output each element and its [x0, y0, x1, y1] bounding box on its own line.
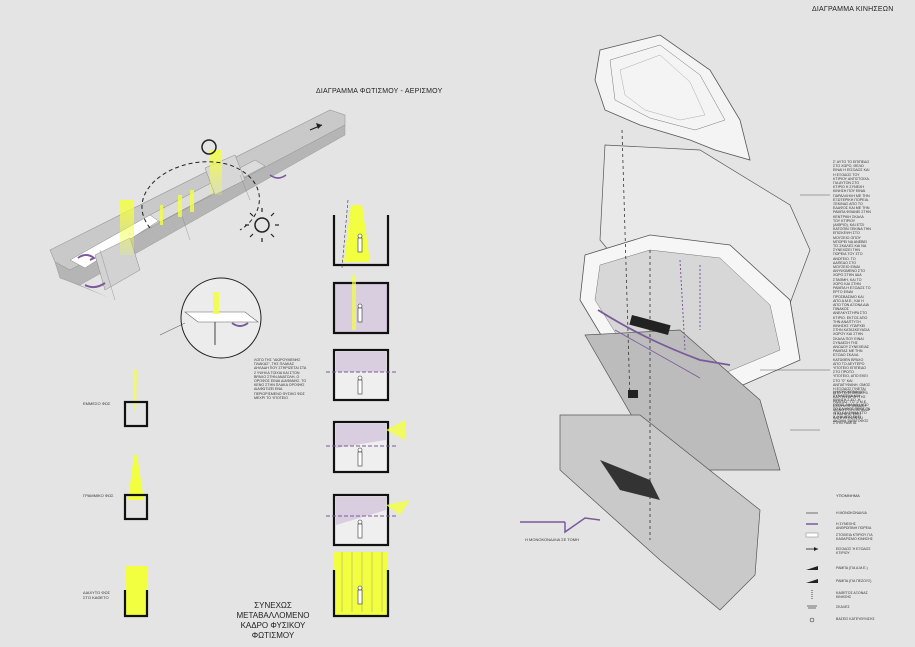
legend-item: ΡΑΜΠΑ (ΓΙΑ Α.Μ.Ε.) [836, 566, 876, 570]
light-frame-boxes [326, 200, 410, 616]
moon-icon [202, 140, 216, 154]
legend-item: Η ΜΟΝΟΚΟΝΔΙΛΙΑ [836, 511, 876, 515]
legend-title: ΥΠΟΜΝΗΜΑ [836, 493, 860, 498]
continuous-frame-title-line2: ΚΑΔΡΟ ΦΥΣΙΚΟΥ ΦΩΤΙΣΜΟΥ [241, 621, 306, 640]
exploded-axonometric [560, 35, 830, 610]
sun-icon [245, 208, 279, 242]
continuous-frame-title-line1: ΣΥΝΕΧΩΣ ΜΕΤΑΒΑΛΛΟΜΕΝΟ [236, 601, 309, 620]
continuous-frame-title: ΣΥΝΕΧΩΣ ΜΕΤΑΒΑΛΛΟΜΕΝΟ ΚΑΔΡΟ ΦΥΣΙΚΟΥ ΦΩΤΙ… [228, 601, 318, 641]
section-detail-circle [181, 278, 261, 358]
light-type-label-linear: ΓΡΑΜΜΙΚΟ ΦΩΣ [83, 493, 113, 498]
light-type-boxes [125, 370, 147, 616]
legend-item: ΕΙΣΟΔΟΣ Ή ΕΞΟΔΟΣ ΚΤΙΡΙΟΥ [836, 547, 876, 555]
light-type-label-indirect: ΕΜΜΕΣΟ ΦΩΣ [83, 401, 110, 406]
legend-item: ΣΚΑΛΕΣ [836, 605, 876, 609]
movement-note: Σ' ΑΥΤΟ ΤΟ ΕΠΙΠΕΔΟ ΣΤΟ ΧΩΡΟ, ΘΕΛΩ ΕΙΝΑΙ … [833, 160, 871, 425]
slab-note: ΛΟΓΩ ΤΗΣ "ΑΙΩΡΟΥΜΕΝΗΣ ΠΛΑΚΑΣ", ΤΗΣ ΠΛΑΚΑ… [254, 358, 309, 400]
movement-diagram-title: ΔΙΑΓΡΑΜΜΑ ΚΙΝΗΣΕΩΝ [812, 6, 893, 13]
legend-icons [806, 513, 818, 622]
legend-item: ΣΤΟΙΧΕΙΑ ΚΤΙΡΙΟΥ ΓΙΑ ΚΑΘΑΡΙΣΜΟ ΚΙΝΗΣΗΣ [836, 533, 876, 541]
light-type-label-diffuse: ΔΙΑΧΥΤΟ ΦΩΣ ΣΤΟ ΚΑΘΕΤΟ [83, 590, 113, 600]
legend-item: Η ΣΥΝΕΧΗΣ ΑΝΘΡΩΠΙΝΗ ΠΟΡΕΙΑ [836, 522, 876, 530]
legend-item: ΡΑΜΠΑ (ΓΙΑ ΠΕΖΟΥΣ) [836, 579, 876, 583]
legend-item: ΒΑΣΕΙΣ ΚΑΤΕΥΘΥΝΣΗΣ [836, 617, 876, 621]
isometric-building [50, 110, 345, 300]
monocondylia-section [520, 518, 600, 532]
legend-item: ΚΑΘΕΤΟΣ ΑΞΟΝΑΣ ΚΙΝΗΣΗΣ [836, 591, 876, 599]
monopati-note: Η ΜΟΝΟΚΟΝΔΙΛΟΣ, ΣΥΝΔΕΤΙΚΑ ΜΙΑ ΚΙΝΗΣΗ Σ Ε… [833, 390, 871, 424]
lighting-diagram-title: ΔΙΑΓΡΑΜΜΑ ΦΩΤΙΣΜΟΥ - ΑΕΡΙΣΜΟΥ [316, 88, 442, 95]
leader-line [160, 323, 185, 335]
section-note: Η ΜΟΝΟΚΟΝΔΙΛΙΑ ΣΕ ΤΟΜΗ [525, 537, 579, 542]
